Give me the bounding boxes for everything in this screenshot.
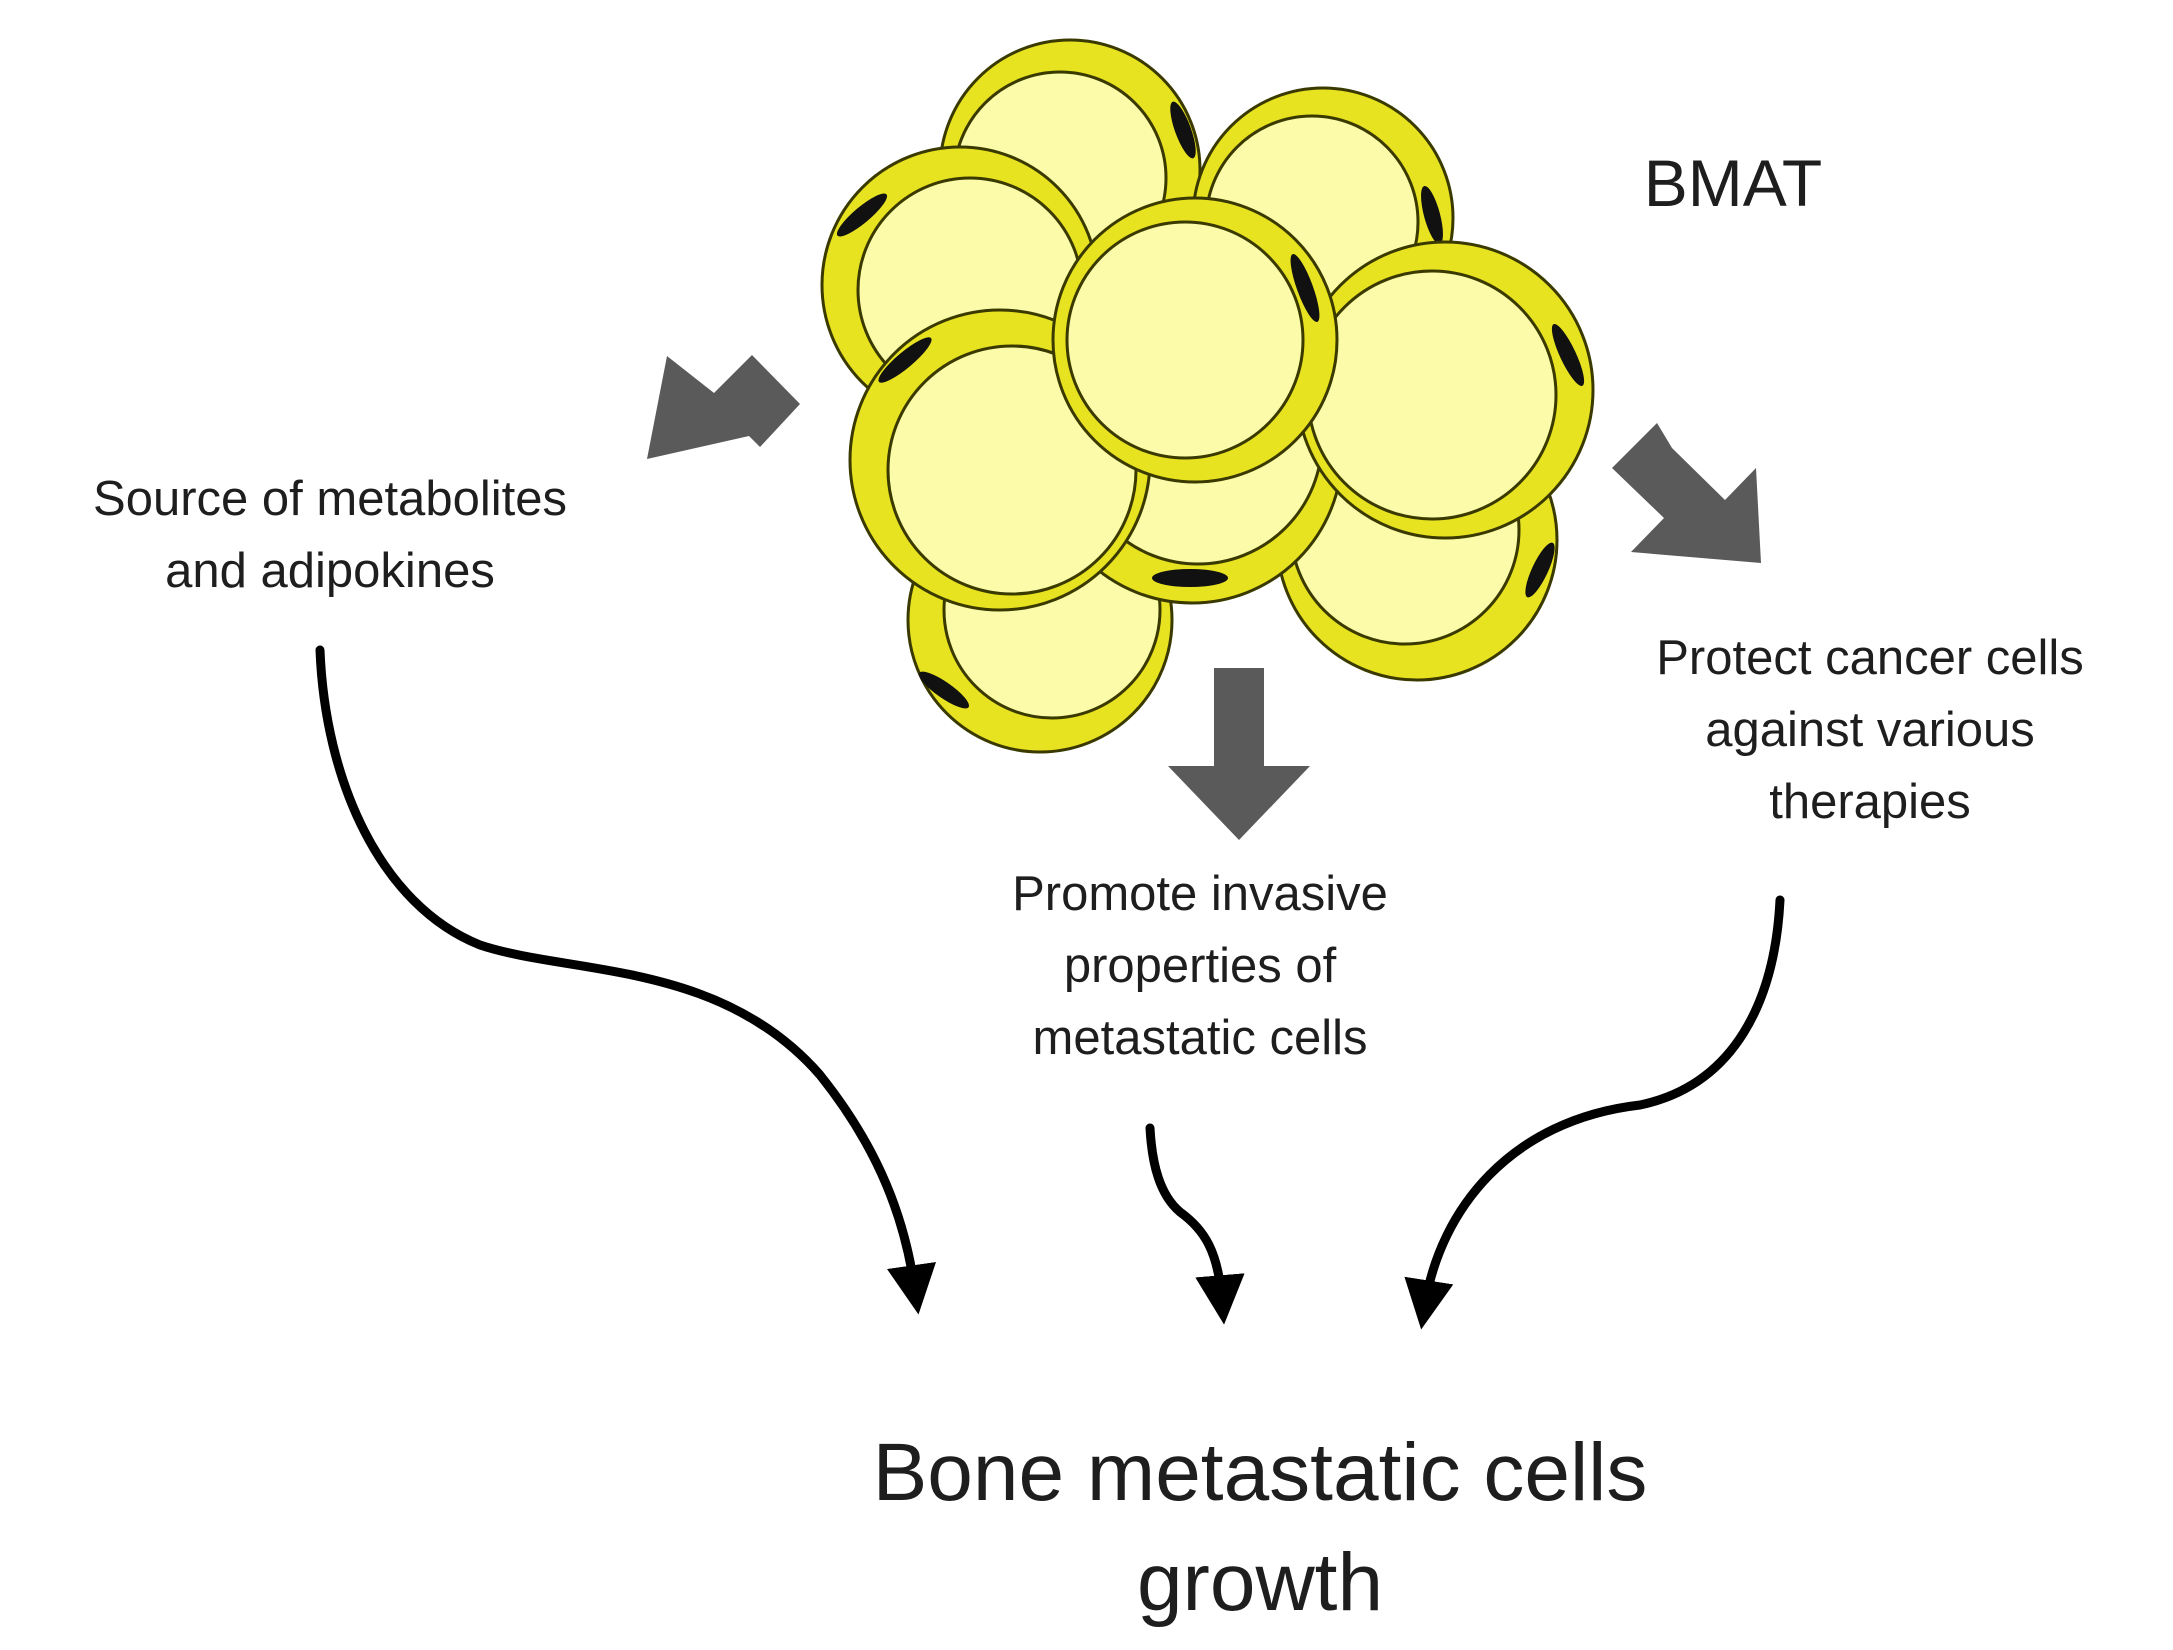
nucleus-icon bbox=[1421, 185, 1443, 245]
text-line: and adipokines bbox=[165, 544, 495, 598]
block-arrow-right bbox=[1612, 423, 1761, 563]
curved-arrow-middle bbox=[1145, 1123, 1245, 1325]
nucleus-icon bbox=[1551, 324, 1585, 386]
nucleus-icon bbox=[878, 337, 932, 383]
cluster-label: BMAT bbox=[1643, 146, 1823, 220]
effect-metabolites-label: Source of metabolites and adipokines bbox=[10, 463, 650, 607]
text-line: metastatic cells bbox=[1032, 1011, 1368, 1065]
block-arrow-down bbox=[1168, 668, 1310, 840]
block-arrow-left bbox=[647, 355, 800, 459]
adipocyte-cell bbox=[1051, 196, 1339, 484]
text-line: Promote invasive bbox=[1012, 867, 1388, 921]
text-line: against various bbox=[1705, 703, 2035, 757]
nucleus-icon bbox=[1290, 254, 1320, 322]
text-line: Source of metabolites bbox=[93, 472, 567, 526]
outcome-label: Bone metastatic cells growth bbox=[760, 1418, 1760, 1638]
text-line: growth bbox=[1136, 1537, 1384, 1628]
effect-protect-label: Protect cancer cells against various the… bbox=[1570, 622, 2170, 838]
nucleus-icon bbox=[919, 671, 969, 709]
text-line: Protect cancer cells bbox=[1656, 631, 2084, 685]
nucleus-icon bbox=[1170, 101, 1196, 159]
effect-invasive-label: Promote invasive properties of metastati… bbox=[900, 858, 1500, 1074]
text-line: therapies bbox=[1769, 775, 1971, 829]
curved-arrow-right bbox=[1404, 895, 1785, 1330]
text-line: properties of bbox=[1063, 939, 1337, 993]
nucleus-icon bbox=[1152, 569, 1228, 587]
text-line: Bone metastatic cells bbox=[872, 1427, 1648, 1518]
curved-arrow-left bbox=[315, 645, 936, 1315]
nucleus-icon bbox=[836, 193, 888, 237]
adipocyte-cell bbox=[1295, 240, 1595, 540]
nucleus-icon bbox=[1525, 542, 1555, 598]
adipocyte-cluster bbox=[820, 38, 1595, 754]
